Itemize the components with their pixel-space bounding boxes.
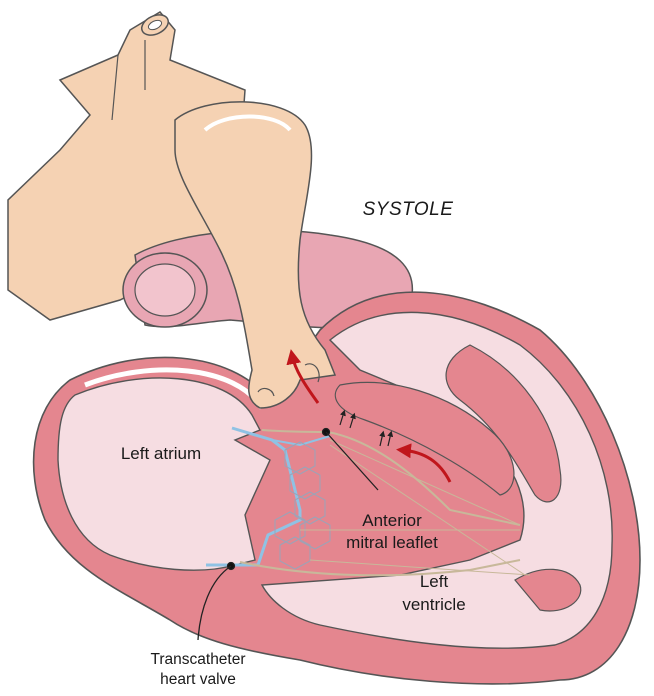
transcatheter-valve-label-line1: Transcatheter: [150, 651, 245, 668]
left-ventricle-label-line2: ventricle: [402, 595, 465, 614]
left-atrium-label: Left atrium: [121, 444, 201, 463]
systole-title: SYSTOLE: [363, 199, 454, 220]
anterior-mitral-leaflet-label-line1: Anterior: [362, 511, 422, 530]
left-atrium-chamber: [58, 370, 270, 570]
transcatheter-valve-label-line2: heart valve: [160, 671, 236, 688]
left-ventricle-label-line1: Left: [420, 572, 449, 591]
anterior-mitral-leaflet-label-line2: mitral leaflet: [346, 533, 438, 552]
